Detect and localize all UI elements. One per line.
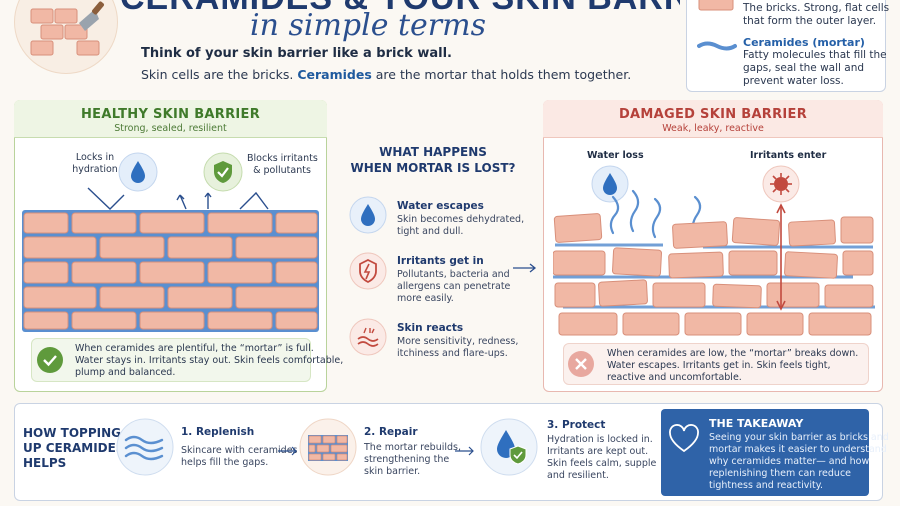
healthy-note-line-1: When ceramides are plentiful, the “morta…	[75, 343, 314, 354]
damaged-brick-wall	[553, 189, 875, 336]
center-item-2-line-3: more easily.	[397, 293, 454, 304]
takeaway-text: Seeing your skin barrier as bricks and m…	[709, 432, 889, 491]
virus-irritant-icon	[762, 165, 800, 203]
damaged-title: DAMAGED SKIN BARRIER	[618, 107, 808, 122]
legend-ceramides-head: Ceramides (mortar)	[743, 36, 865, 49]
center-item-1-line-1: Skin becomes dehydrated,	[397, 214, 525, 225]
mortar-swatch-icon	[697, 41, 737, 51]
repair-bricks-icon	[299, 418, 357, 476]
healthy-subtitle: Strong, sealed, resilient	[114, 123, 227, 134]
healthy-note	[31, 338, 311, 382]
shield-check-icon	[203, 152, 243, 192]
step-1-line-1: Skincare with ceramides	[181, 445, 298, 456]
takeaway-title: THE TAKEAWAY	[709, 417, 804, 430]
takeaway-box	[661, 409, 869, 496]
arrow-right-icon	[455, 446, 474, 456]
center-item-1-line-2: tight and dull.	[397, 226, 464, 237]
healthy-brick-wall	[22, 210, 319, 332]
center-item-2-line-1: Pollutants, bacteria and	[397, 269, 510, 280]
arrow-right-icon	[278, 446, 297, 456]
center-item-2-title: Irritants get in	[397, 255, 484, 267]
check-circle-icon	[37, 347, 63, 373]
legend-ceramides-line-3: prevent water loss.	[743, 75, 844, 87]
water-drop-icon	[591, 165, 629, 203]
intro-line-2: Skin cells are the bricks. Ceramides are…	[141, 67, 632, 82]
page-subtitle: in simple terms	[250, 8, 486, 43]
replenish-waves-icon	[116, 418, 174, 476]
center-item-3-line-2: itchiness and flare-ups.	[397, 348, 508, 359]
legend-bricks-line-2: that form the outer layer.	[743, 15, 877, 27]
water-drop-icon	[118, 152, 158, 192]
healthy-title: HEALTHY SKIN BARRIER	[80, 107, 261, 122]
step-3-line-1: Hydration is locked in.	[547, 434, 653, 445]
healthy-note-line-3: plump and balanced.	[75, 367, 176, 378]
intro-line-1: Think of your skin barrier like a brick …	[141, 46, 452, 61]
heart-icon	[669, 424, 699, 453]
center-item-1-title: Water escapes	[397, 200, 484, 212]
damaged-panel-header: DAMAGED SKIN BARRIER Weak, leaky, reacti…	[543, 100, 883, 138]
irritant-shield-icon	[349, 252, 387, 290]
damaged-callout-water-loss: Water loss	[587, 150, 644, 161]
center-item-3-line-1: More sensitivity, redness,	[397, 336, 519, 347]
step-3-line-3: Skin feels calm, supple	[547, 458, 657, 469]
water-drop-icon	[349, 196, 387, 234]
legend-ceramides-line-1: Fatty molecules that fill the	[743, 49, 887, 61]
brick-trowel-icon	[30, 1, 104, 56]
center-item-3-title: Skin reacts	[397, 322, 464, 334]
damaged-note-line-1: When ceramides are low, the “mortar” bre…	[607, 348, 859, 359]
healthy-panel-header: HEALTHY SKIN BARRIER Strong, sealed, res…	[14, 100, 327, 138]
damaged-subtitle: Weak, leaky, reactive	[662, 123, 764, 134]
brick-swatch-icon	[698, 0, 734, 11]
logo-badge	[14, 0, 118, 74]
step-3-line-4: and resilient.	[547, 470, 609, 481]
damaged-note-line-2: Water escapes. Irritants get in. Skin fe…	[607, 360, 831, 371]
healthy-callout-irritants: Blocks irritants& pollutants	[247, 153, 318, 176]
step-3-line-2: Irritants are kept out.	[547, 446, 649, 457]
protect-drop-shield-icon	[480, 418, 538, 476]
step-2-title: 2. Repair	[364, 426, 418, 438]
step-3-title: 3. Protect	[547, 419, 606, 431]
legend-bricks-line-1: The bricks. Strong, flat cells	[743, 2, 890, 14]
step-2-line-2: strengthening the	[364, 454, 450, 465]
page-title: CERAMIDES & YOUR SKIN BARRIER	[120, 0, 680, 12]
x-circle-icon	[568, 351, 594, 377]
step-2-line-1: The mortar rebuilds,	[364, 442, 462, 453]
damaged-callout-irritants: Irritants enter	[750, 150, 827, 161]
arrow-right-icon	[513, 263, 537, 273]
step-2-line-3: skin barrier.	[364, 466, 421, 477]
step-1-title: 1. Replenish	[181, 426, 255, 438]
center-item-2-line-2: allergens can penetrate	[397, 281, 511, 292]
skin-reaction-icon	[349, 318, 387, 356]
step-1-line-2: helps fill the gaps.	[181, 457, 269, 468]
healthy-note-line-2: Water stays in. Irritants stay out. Skin…	[75, 355, 344, 366]
damaged-note-line-3: reactive and uncomfortable.	[607, 372, 742, 383]
deflect-arrows	[87, 187, 269, 210]
legend-ceramides-line-2: gaps, seal the wall and	[743, 62, 865, 74]
damaged-note	[563, 343, 869, 385]
